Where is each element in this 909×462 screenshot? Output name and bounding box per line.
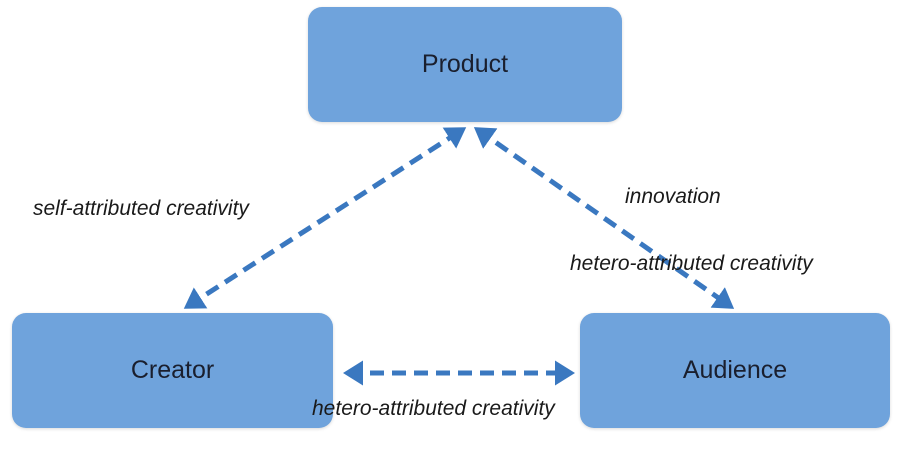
label-hetero-attributed-bottom: hetero-attributed creativity [312,397,555,420]
node-audience: Audience [580,313,890,428]
label-hetero-attributed-right: hetero-attributed creativity [570,252,813,275]
label-self-attributed: self-attributed creativity [33,197,249,220]
node-audience-label: Audience [682,356,788,384]
node-creator-label: Creator [130,356,215,384]
label-innovation: innovation [625,185,721,208]
node-creator: Creator [12,313,333,428]
arrow-creator-product [183,127,467,309]
arrow-product-audience [473,127,735,309]
node-product: Product [308,7,622,122]
node-product-label: Product [421,50,509,78]
